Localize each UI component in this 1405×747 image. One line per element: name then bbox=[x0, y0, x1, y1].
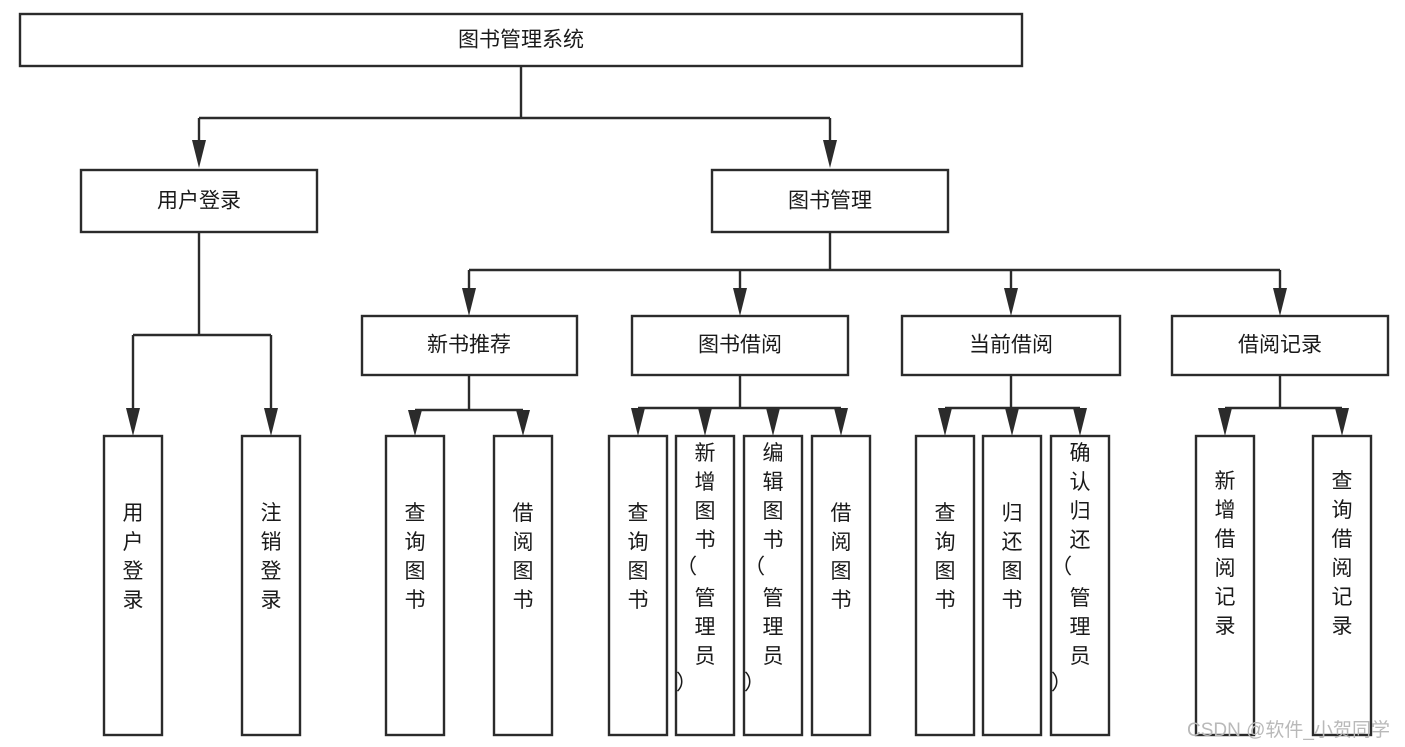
node-book-borrow-label: 图书借阅 bbox=[698, 334, 782, 357]
node-leaf-edit-book[interactable]: 编辑图书︵管理员︶ bbox=[742, 434, 804, 737]
node-leaf-query-book-3-label: 查询图书 bbox=[935, 502, 956, 612]
node-borrow-record-label: 借阅记录 bbox=[1238, 334, 1322, 357]
node-leaf-user-logout-label: 注销登录 bbox=[261, 502, 282, 612]
node-current-borrow[interactable]: 当前借阅 bbox=[900, 314, 1122, 377]
node-new-book-rec-label: 新书推荐 bbox=[427, 334, 511, 357]
node-leaf-query-book-2[interactable]: 查询图书 bbox=[607, 434, 669, 737]
node-leaf-add-book-label: 新增图书︵管理员︶ bbox=[677, 442, 716, 692]
node-leaf-add-record[interactable]: 新增借阅记录 bbox=[1194, 434, 1256, 737]
node-new-book-rec[interactable]: 新书推荐 bbox=[360, 314, 579, 377]
node-leaf-query-record[interactable]: 查询借阅记录 bbox=[1311, 434, 1373, 737]
node-leaf-query-book-1[interactable]: 查询图书 bbox=[384, 434, 446, 737]
csdn-watermark: CSDN @软件_小贺同学 bbox=[1187, 719, 1390, 741]
node-leaf-borrow-book-1[interactable]: 借阅图书 bbox=[492, 434, 554, 737]
node-user-login[interactable]: 用户登录 bbox=[79, 168, 319, 234]
node-leaf-user-login[interactable]: 用户登录 bbox=[102, 434, 164, 737]
connector-bookmanage-to-level3 bbox=[462, 232, 1287, 316]
connector-borrowrecord-to-leaves bbox=[1218, 375, 1349, 436]
connector-bookborrow-to-leaves bbox=[631, 375, 848, 436]
node-leaf-edit-book-label: 编辑图书︵管理员︶ bbox=[745, 442, 784, 692]
node-book-manage-label: 图书管理 bbox=[788, 190, 872, 213]
connector-root-to-level2 bbox=[192, 66, 837, 168]
node-leaf-add-record-label: 新增借阅记录 bbox=[1215, 470, 1236, 638]
node-leaf-return-book-label: 归还图书 bbox=[1002, 502, 1023, 612]
node-leaf-confirm-return-label: 确认归还︵管理员︶ bbox=[1052, 442, 1091, 692]
node-leaf-return-book[interactable]: 归还图书 bbox=[981, 434, 1043, 737]
node-borrow-record[interactable]: 借阅记录 bbox=[1170, 314, 1390, 377]
node-leaf-user-logout[interactable]: 注销登录 bbox=[240, 434, 302, 737]
node-leaf-user-login-label: 用户登录 bbox=[123, 502, 144, 612]
node-leaf-confirm-return[interactable]: 确认归还︵管理员︶ bbox=[1049, 434, 1111, 737]
node-leaf-query-record-label: 查询借阅记录 bbox=[1332, 470, 1353, 638]
node-root-label: 图书管理系统 bbox=[458, 29, 584, 52]
node-current-borrow-label: 当前借阅 bbox=[969, 334, 1053, 357]
connector-userlogin-to-leaves bbox=[126, 232, 278, 436]
connector-newbook-to-leaves bbox=[408, 375, 530, 436]
node-root[interactable]: 图书管理系统 bbox=[18, 12, 1024, 68]
node-leaf-query-book-1-label: 查询图书 bbox=[405, 502, 426, 612]
node-book-borrow[interactable]: 图书借阅 bbox=[630, 314, 850, 377]
node-user-login-label: 用户登录 bbox=[157, 190, 241, 213]
node-leaf-borrow-book-2[interactable]: 借阅图书 bbox=[810, 434, 872, 737]
node-leaf-borrow-book-1-label: 借阅图书 bbox=[513, 502, 534, 612]
node-leaf-add-book[interactable]: 新增图书︵管理员︶ bbox=[674, 434, 736, 737]
connector-currentborrow-to-leaves bbox=[938, 375, 1087, 436]
node-leaf-query-book-2-label: 查询图书 bbox=[628, 502, 649, 612]
node-leaf-borrow-book-2-label: 借阅图书 bbox=[831, 502, 852, 612]
node-leaf-query-book-3[interactable]: 查询图书 bbox=[914, 434, 976, 737]
node-book-manage[interactable]: 图书管理 bbox=[710, 168, 950, 234]
